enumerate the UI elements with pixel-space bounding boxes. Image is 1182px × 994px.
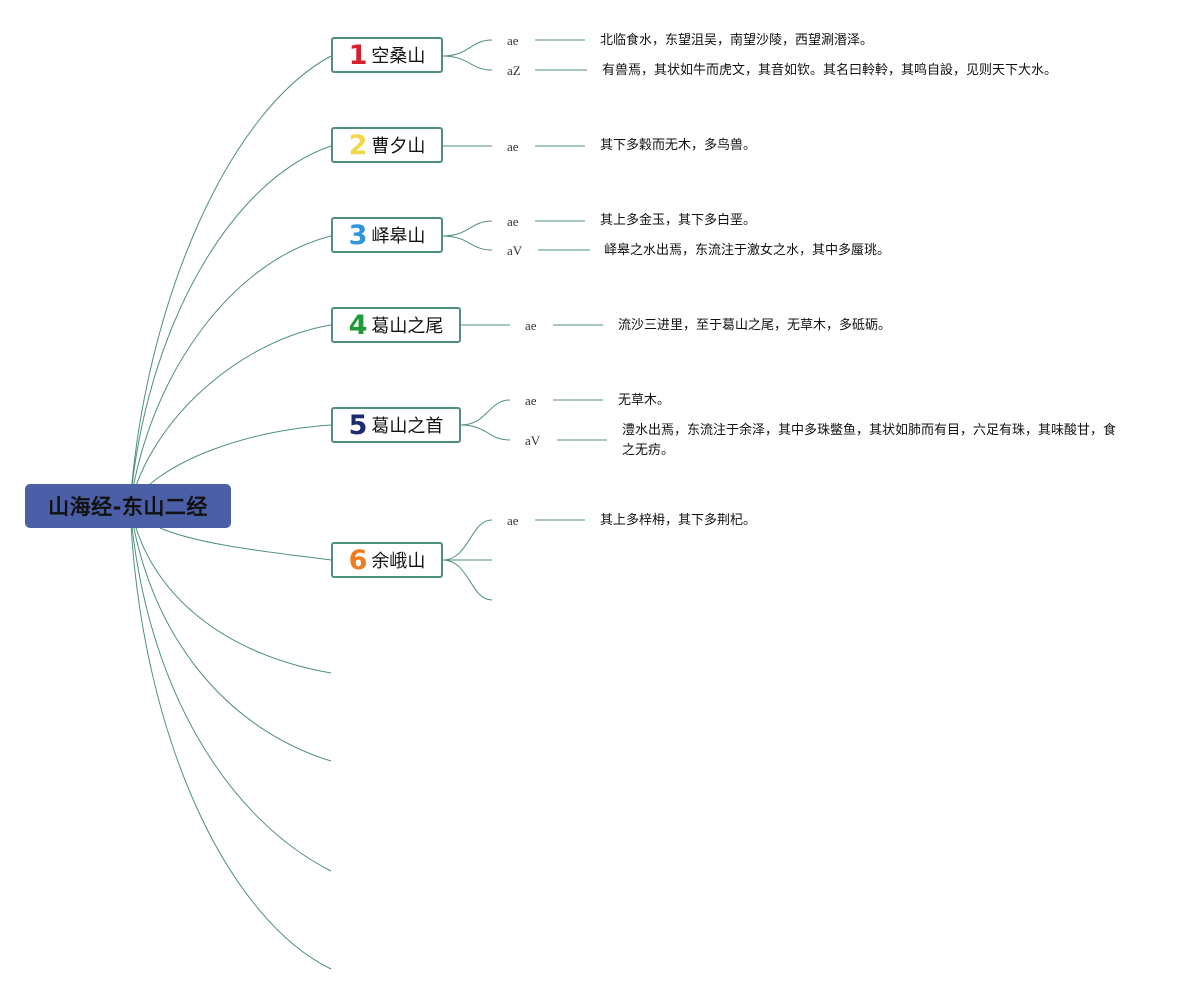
- number-badge: 4: [348, 309, 368, 341]
- mountain-name: 曹夕山: [371, 136, 426, 157]
- entry-text[interactable]: 峄皋之水出焉，东流注于激女之水，其中多蜃珧。: [604, 243, 891, 258]
- entry-tag: ae: [525, 393, 537, 408]
- mountain-node-3[interactable]: 3 峄皋山: [331, 217, 443, 253]
- entry-text[interactable]: 澧水出焉，东流注于余泽，其中多珠鳖鱼，其状如肺而有目，六足有珠，其味酸甘，食之无…: [622, 423, 1117, 458]
- mountain-name: 余峨山: [371, 551, 426, 572]
- mountain-name: 峄皋山: [371, 226, 426, 247]
- mountain-node-1[interactable]: 1 空桑山: [331, 37, 443, 73]
- entry-tag: aV: [525, 433, 541, 448]
- number-badge: 5: [348, 409, 368, 441]
- entry-text[interactable]: 有兽焉，其状如牛而虎文，其音如钦。其名曰軨軨，其鸣自設，见则天下大水。: [602, 63, 1058, 78]
- mountain-node-5[interactable]: 5 葛山之首: [331, 407, 461, 443]
- mountain-node-4[interactable]: 4 葛山之尾: [331, 307, 461, 343]
- mountain-name: 空桑山: [371, 46, 426, 67]
- entry-tag: aZ: [507, 63, 521, 78]
- root-topic-label: 山海经-东山二经: [48, 495, 208, 519]
- entry-tag: ae: [507, 513, 519, 528]
- number-badge: 1: [348, 39, 368, 71]
- number-badge: 3: [348, 219, 368, 251]
- entry-text[interactable]: 流沙三进里，至于葛山之尾，无草木，多砥砺。: [618, 318, 892, 333]
- entry-tag: aV: [507, 243, 523, 258]
- entry-text[interactable]: 北临食水，东望沮吴，南望沙陵，西望涮湣泽。: [600, 33, 874, 48]
- entry-tag: ae: [525, 318, 537, 333]
- mountain-name: 葛山之首: [371, 416, 444, 437]
- mountain-node-6[interactable]: 6 余峨山: [331, 542, 443, 578]
- entry-tag: ae: [507, 33, 519, 48]
- entry-tag: ae: [507, 214, 519, 229]
- root-topic[interactable]: 山海经-东山二经: [25, 484, 231, 528]
- number-badge: 2: [348, 129, 368, 161]
- mountain-name: 葛山之尾: [371, 316, 444, 337]
- entry-text[interactable]: 其上多梓枏，其下多荆杞。: [600, 513, 757, 528]
- entry-tag: ae: [507, 139, 519, 154]
- entry-text[interactable]: 其下多穀而无木，多鸟兽。: [600, 138, 757, 153]
- mountain-node-2[interactable]: 2 曹夕山: [331, 127, 443, 163]
- entry-text[interactable]: 无草木。: [618, 393, 671, 408]
- number-badge: 6: [348, 544, 368, 576]
- entry-text[interactable]: 其上多金玉，其下多白垩。: [600, 213, 757, 228]
